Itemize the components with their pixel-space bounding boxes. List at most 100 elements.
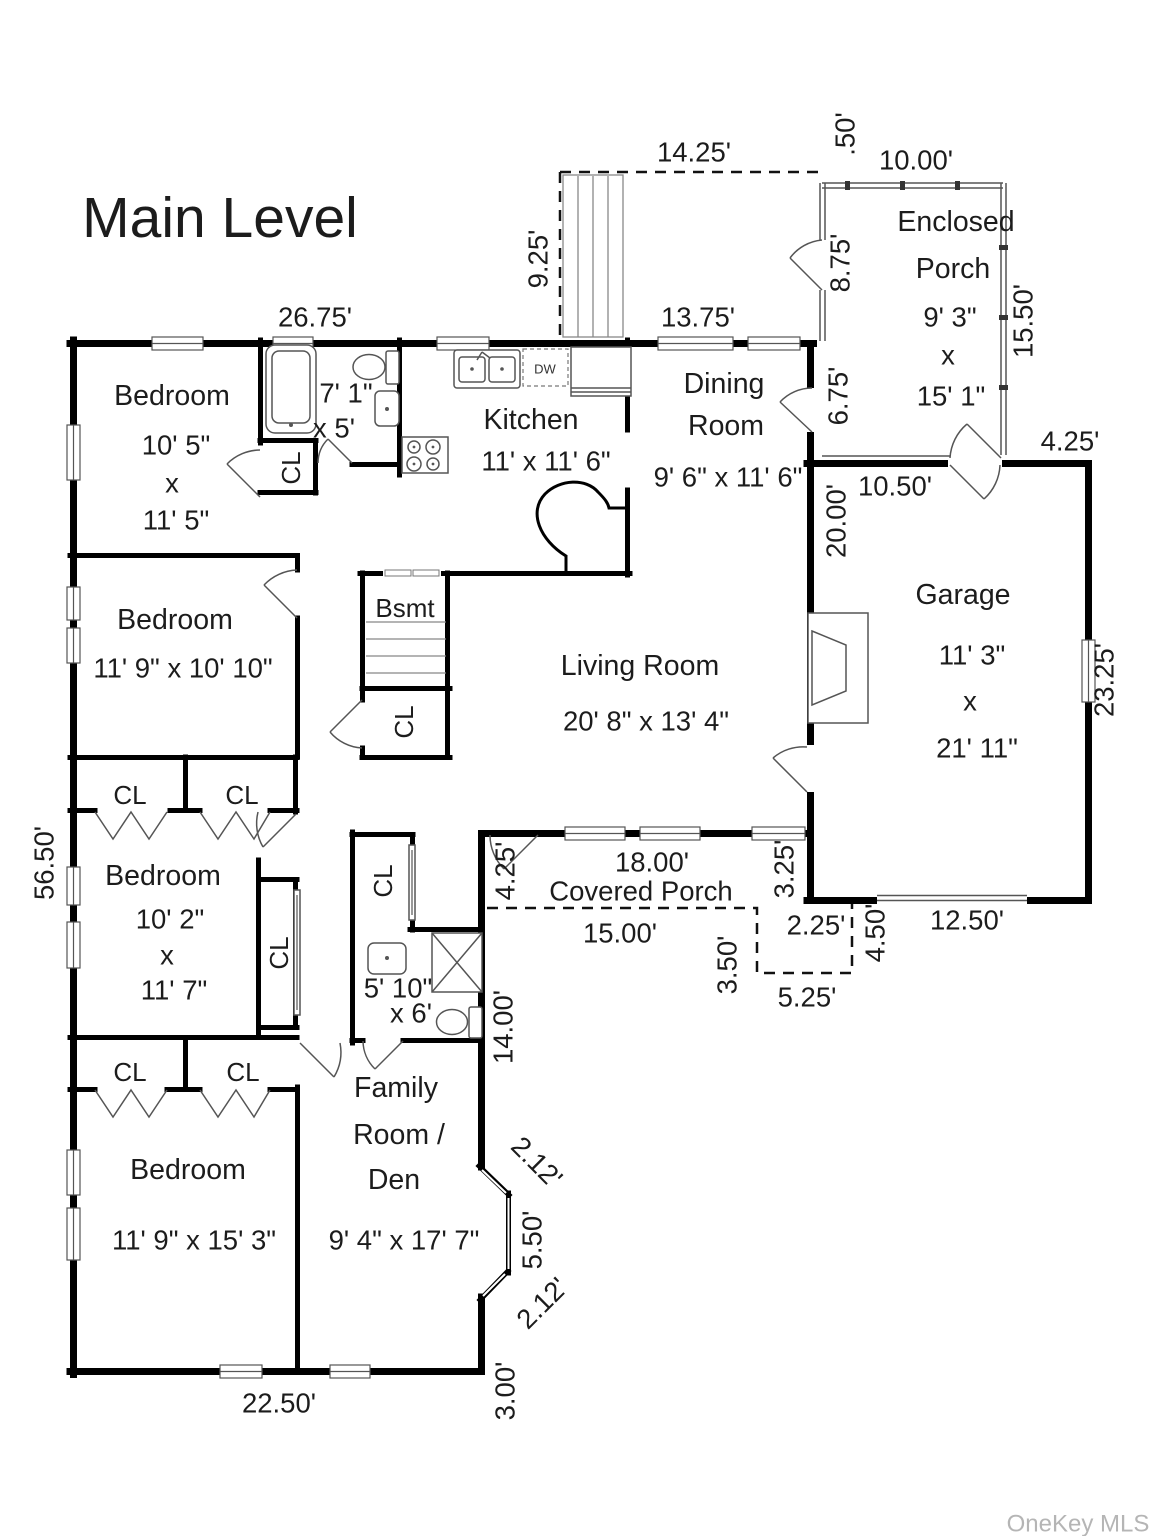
- room-label-family-1: Family: [354, 1072, 439, 1104]
- dim-family-side: 14.00': [488, 990, 519, 1064]
- shower-icon: [431, 932, 483, 993]
- door-swings: [226, 239, 1002, 1078]
- sliding-door-icon-2: [408, 844, 416, 921]
- bath1-dim1: 7' 1": [319, 378, 372, 409]
- porch-dim3: 15' 1": [917, 381, 986, 412]
- closet-label: CL: [113, 1057, 146, 1087]
- enclosed-porch-window-walls: [819, 181, 1008, 457]
- room-label-bedroom2: Bedroom: [117, 604, 233, 636]
- bifold-doors-icon: [94, 810, 271, 1119]
- room-label-family-3: Den: [368, 1164, 420, 1196]
- garage-dim2: x: [963, 686, 977, 717]
- bedroom1-dim3: 11' 5": [143, 505, 210, 536]
- dining-dims: 9' 6" x 11' 6": [654, 462, 803, 493]
- room-label-bedroom1: Bedroom: [114, 380, 230, 412]
- closet-label: CL: [264, 936, 294, 969]
- bathtub-icon: [265, 344, 317, 434]
- dim-step-top: 2.25': [787, 910, 846, 941]
- porch-dim1: 9' 3": [923, 302, 976, 333]
- bedroom3-dim3: 11' 7": [141, 975, 208, 1006]
- room-label-family-2: Room /: [353, 1119, 445, 1151]
- fixtures: [265, 344, 869, 1039]
- dim-garage-bottom: 12.50': [930, 905, 1004, 936]
- closet-label: CL: [113, 780, 146, 810]
- dim-south: 22.50': [242, 1388, 316, 1419]
- bath2-dim2: x 6': [390, 998, 432, 1029]
- closet-label: CL: [368, 864, 398, 897]
- dim-patio-top: 14.25': [657, 137, 731, 168]
- dim-patio-bottom: 13.75': [661, 302, 735, 333]
- dim-step-left: 3.50': [712, 936, 743, 995]
- dim-bay-lower: 2.12': [510, 1271, 573, 1334]
- garage-door-icon: [877, 894, 1027, 902]
- room-label-bedroom4: Bedroom: [130, 1154, 246, 1186]
- stove-icon: [401, 436, 449, 474]
- fireplace-icon: [807, 612, 869, 724]
- dim-porch-top: 10.00': [879, 145, 953, 176]
- bedroom1-dim2: x: [165, 468, 179, 499]
- patio-stairs-icon: [562, 174, 624, 338]
- dim-bay-window: 5.50': [517, 1211, 548, 1270]
- bath2-sink-icon: [367, 942, 407, 975]
- windows: [66, 336, 1096, 1379]
- room-label-dining-2: Room: [688, 410, 764, 442]
- sliding-door-icon: [293, 889, 301, 1016]
- dim-porch-left-lower: 6.75': [823, 367, 854, 426]
- closet-label: CL: [276, 451, 306, 484]
- bath2-dim1: 5' 10": [364, 973, 433, 1004]
- kitchen-sink-icon: [453, 349, 521, 389]
- dim-cp-right: 3.25': [769, 840, 800, 899]
- dim-porch-left-upper: 8.75': [825, 234, 856, 293]
- dim-step-bottom: 5.25': [778, 982, 837, 1013]
- family-dims: 9' 4" x 17' 7": [329, 1225, 480, 1256]
- bedroom1-dim1: 10' 5": [142, 430, 211, 461]
- bedroom4-dims: 11' 9" x 15' 3": [112, 1225, 276, 1256]
- room-label-porch-1: Enclosed: [897, 206, 1014, 238]
- bedroom3-dim2: x: [160, 940, 174, 971]
- dim-garage-top: 10.50': [858, 471, 932, 502]
- room-label-covered-porch: Covered Porch: [549, 876, 732, 907]
- dim-cp-top: 18.00': [615, 847, 689, 878]
- watermark: OneKey MLS: [1007, 1511, 1150, 1536]
- dim-garage-left: 20.00': [821, 484, 852, 558]
- basement-label: Bsmt: [375, 593, 435, 623]
- dim-top: 26.75': [278, 302, 352, 333]
- toilet-icon: [352, 350, 400, 385]
- dim-garage-gap: 4.25': [1041, 426, 1100, 457]
- dim-cp-left: 4.25': [490, 842, 521, 901]
- dishwasher-icon: [522, 348, 569, 387]
- refrigerator-icon: [570, 346, 632, 397]
- bay-window: [475, 1162, 513, 1304]
- room-label-bedroom3: Bedroom: [105, 860, 221, 892]
- room-label-porch-2: Porch: [916, 253, 990, 285]
- closet-label: CL: [225, 780, 258, 810]
- dishwasher-label: DW: [534, 362, 556, 377]
- basement-stairs-icon: [366, 568, 446, 674]
- dimension-labels: 26.75' 14.25' 9.25' 13.75' .50' 10.00' 8…: [29, 112, 1120, 1420]
- room-label-dining-1: Dining: [684, 368, 765, 400]
- room-labels: Bedroom 10' 5" x 11' 5" 7' 1" x 5' Kitch…: [93, 206, 1018, 1256]
- dashed-outlines: [487, 170, 854, 975]
- dim-bay-upper: 2.12': [505, 1130, 568, 1193]
- dim-cp-inner: 15.00': [583, 918, 657, 949]
- garage-dim3: 21' 11": [936, 733, 1018, 764]
- closet-label: CL: [226, 1057, 259, 1087]
- page-title: Main Level: [82, 186, 358, 250]
- kitchen-dims: 11' x 11' 6": [481, 446, 610, 477]
- porch-dim2: x: [941, 340, 955, 371]
- bedroom2-dims: 11' 9" x 10' 10": [93, 653, 272, 684]
- dim-porch-right: 15.50': [1008, 284, 1039, 358]
- bath-sink-icon: [374, 390, 400, 427]
- dim-west: 56.50': [29, 826, 60, 900]
- exterior-walls: [66, 336, 1092, 1378]
- room-label-kitchen: Kitchen: [483, 404, 578, 436]
- living-dims: 20' 8" x 13' 4": [563, 706, 729, 737]
- curved-wall: [535, 480, 627, 573]
- bedroom3-dim1: 10' 2": [136, 904, 205, 935]
- bath1-dim2: x 5': [313, 413, 355, 444]
- room-label-garage: Garage: [915, 579, 1010, 611]
- dim-porch-gap: .50': [830, 112, 861, 155]
- dim-patio-left: 9.25': [523, 230, 554, 289]
